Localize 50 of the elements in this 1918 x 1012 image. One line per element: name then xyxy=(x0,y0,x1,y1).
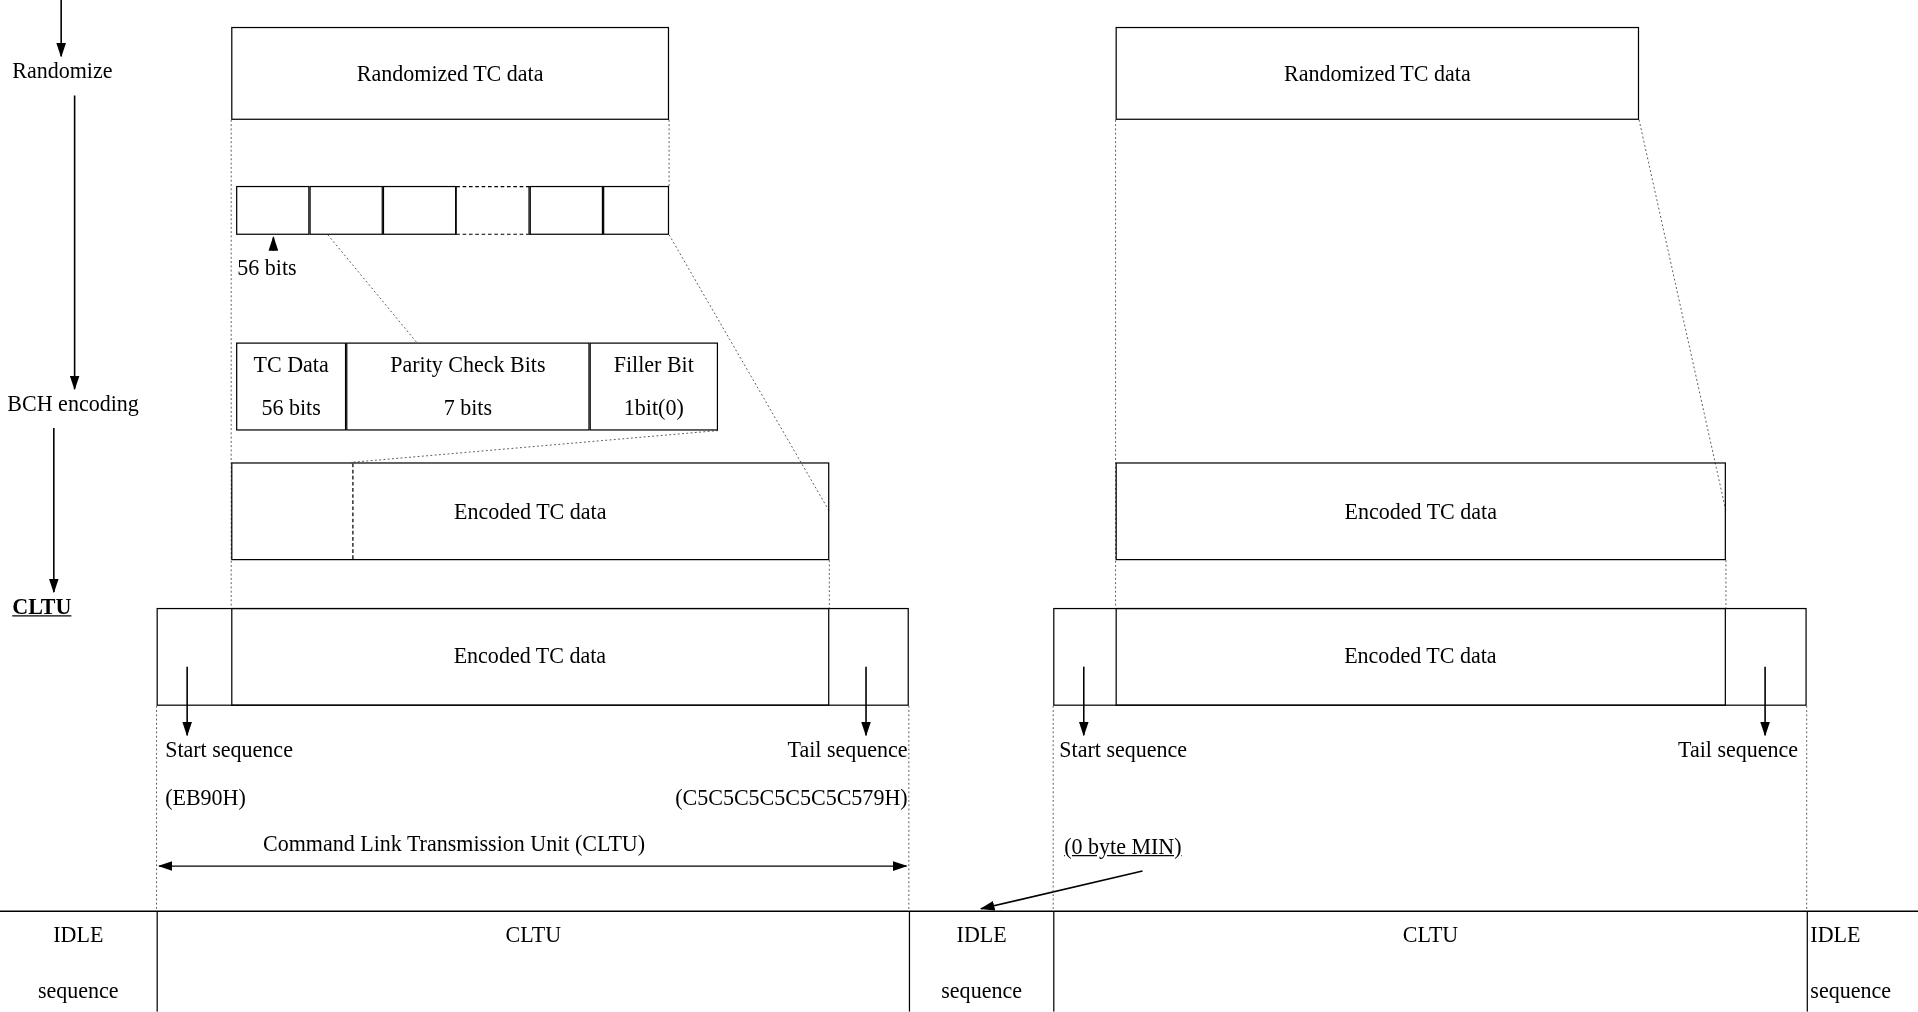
box-label: Randomized TC data xyxy=(1283,60,1471,87)
sequence-label: Start sequence xyxy=(165,737,293,764)
arrow xyxy=(979,870,1144,911)
projection-line xyxy=(1052,705,1054,912)
field-name: Parity Check Bits xyxy=(390,352,546,378)
sequence-label: Start sequence xyxy=(1059,737,1188,764)
cell-text: IDLE sequence xyxy=(36,921,120,1006)
step-label: Randomize xyxy=(12,58,137,89)
field-size: 7 bits xyxy=(443,395,493,421)
field-name: Filler Bit xyxy=(613,352,694,378)
data-block xyxy=(529,185,604,235)
box-label: Encoded TC data xyxy=(1344,498,1497,525)
cell-text: IDLE sequence xyxy=(1810,921,1893,1006)
size-label: 56 bits xyxy=(237,255,319,285)
arrow xyxy=(182,665,193,737)
arrow xyxy=(1760,665,1770,737)
hex-value: (EB90H) xyxy=(165,785,246,811)
box-label: Encoded TC data xyxy=(453,643,607,670)
projection-line xyxy=(908,705,910,912)
field-name: TC Data xyxy=(253,352,329,378)
field-size: 1bit(0) xyxy=(623,395,684,421)
note-label: (0 byte MIN) xyxy=(1064,834,1221,864)
box-label: Encoded TC data xyxy=(454,498,607,525)
data-box xyxy=(231,26,670,120)
box-label: Encoded TC data xyxy=(1344,643,1497,670)
arrow xyxy=(56,0,67,58)
sequence-label: Tail sequence xyxy=(1678,737,1799,764)
data-box xyxy=(1115,26,1640,120)
box-label: Randomized TC data xyxy=(356,60,544,87)
cell-text: CLTU xyxy=(1401,921,1460,949)
projection-line xyxy=(156,705,158,912)
projection-line xyxy=(668,234,830,512)
data-block xyxy=(382,185,457,235)
arrow xyxy=(1078,665,1089,737)
arrow xyxy=(69,94,80,391)
projection-line xyxy=(1806,705,1808,912)
cell-text: IDLE sequence xyxy=(940,921,1023,1006)
arrow xyxy=(48,427,59,594)
arrow xyxy=(268,236,279,252)
arrow xyxy=(861,665,871,737)
field-size: 56 bits xyxy=(261,395,321,421)
dimension-label: Command Link Transmission Unit (CLTU) xyxy=(263,831,646,858)
cell-text: CLTU xyxy=(504,921,563,949)
sequence-label: Tail sequence xyxy=(787,737,908,764)
section-heading: CLTU xyxy=(12,594,96,622)
hex-value: (C5C5C5C5C5C5C579H) xyxy=(675,785,908,811)
data-block xyxy=(603,185,670,235)
projection-line xyxy=(327,234,418,343)
step-label: BCH encoding xyxy=(7,391,184,421)
projection-line xyxy=(668,119,670,187)
